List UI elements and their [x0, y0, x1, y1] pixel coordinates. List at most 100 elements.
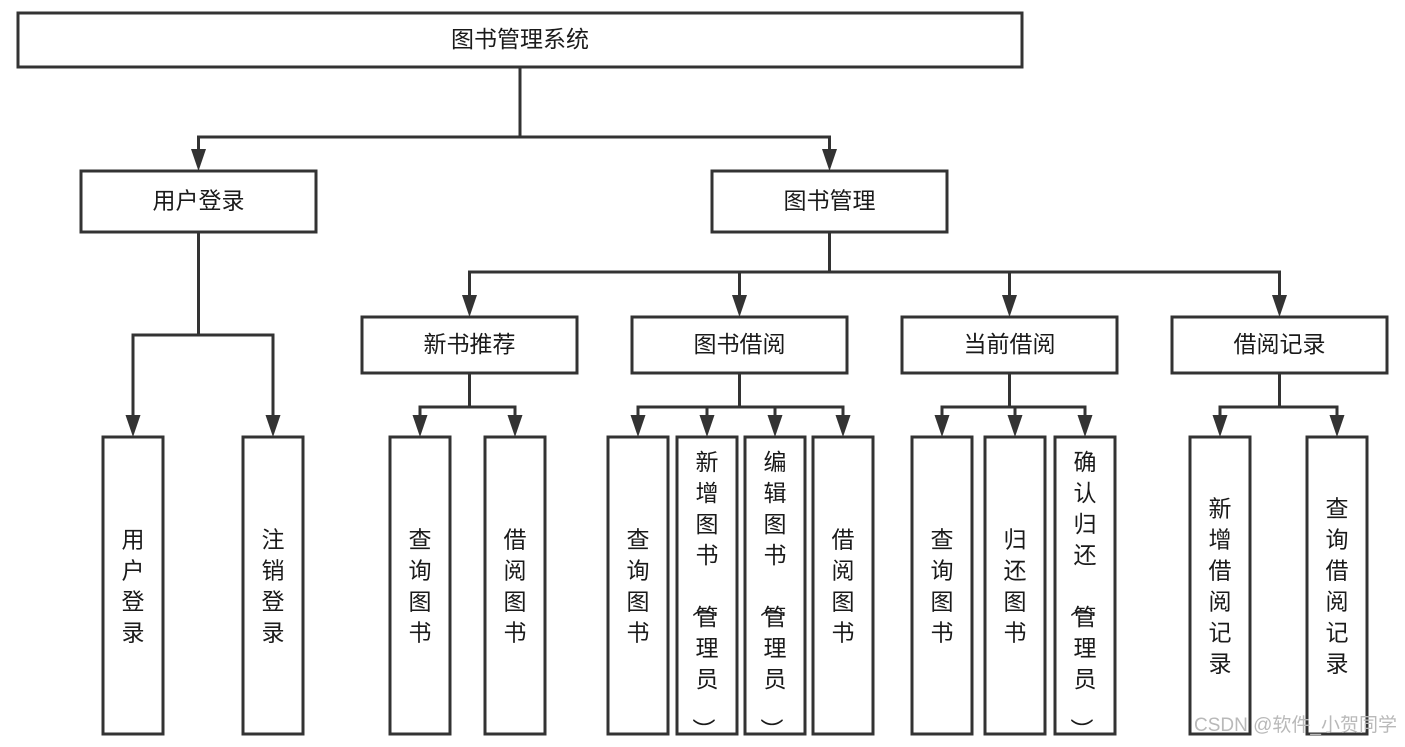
node-box-leaf_query_book_a[interactable] — [388, 435, 452, 736]
node-label-leaf_query_record: 查询借阅记录 — [1326, 496, 1349, 677]
node-label-leaf_add_record: 新增借阅记录 — [1209, 496, 1232, 677]
node-label-leaf_borrow_book_b: 借阅图书 — [832, 527, 855, 646]
node-leaf_confirm_return[interactable]: 确认归还（管理员） — [1053, 435, 1117, 741]
connector-new_book_rec-to-leaf_borrow_book_a — [468, 373, 523, 437]
node-label-leaf_edit_book: 编辑图书（管理员） — [759, 449, 787, 741]
node-label-leaf_add_book: 新增图书（管理员） — [691, 449, 719, 741]
node-layer: 图书管理系统用户登录图书管理新书推荐图书借阅当前借阅借阅记录用户登录注销登录查询… — [16, 11, 1389, 741]
arrow-head-icon — [462, 295, 477, 317]
node-label-leaf_confirm_return: 确认归还（管理员） — [1069, 449, 1097, 741]
arrow-head-icon — [1272, 295, 1287, 317]
connector-book_manage-to-book_borrow — [732, 232, 831, 317]
csdn-watermark: CSDN @软件_小贺同学 — [1194, 714, 1397, 736]
node-leaf_query_book_b[interactable]: 查询图书 — [606, 435, 670, 736]
connector-root-to-book_manage — [518, 67, 837, 171]
node-root[interactable]: 图书管理系统 — [16, 11, 1024, 69]
node-leaf_edit_book[interactable]: 编辑图书（管理员） — [743, 435, 807, 741]
node-label-leaf_query_book_c: 查询图书 — [931, 527, 954, 646]
connector-root-to-user_login — [191, 67, 522, 171]
node-leaf_user_logout[interactable]: 注销登录 — [241, 435, 305, 736]
arrow-head-icon — [1212, 415, 1228, 437]
node-label-book_manage: 图书管理 — [784, 188, 876, 214]
node-box-leaf_edit_book[interactable] — [743, 435, 807, 736]
node-label-leaf_borrow_book_a: 借阅图书 — [504, 527, 527, 646]
node-user_login[interactable]: 用户登录 — [79, 169, 318, 234]
node-box-leaf_user_logout[interactable] — [241, 435, 305, 736]
arrow-head-icon — [265, 415, 281, 437]
node-label-leaf_user_login: 用户登录 — [122, 527, 145, 646]
arrow-head-icon — [835, 415, 851, 437]
node-box-borrow_record[interactable] — [1170, 315, 1389, 375]
node-book_borrow[interactable]: 图书借阅 — [630, 315, 849, 375]
arrow-head-icon — [1077, 415, 1093, 437]
node-box-leaf_borrow_book_b[interactable] — [811, 435, 875, 736]
arrow-head-icon — [699, 415, 715, 437]
node-box-current_borrow[interactable] — [900, 315, 1119, 375]
connector-book_borrow-to-leaf_edit_book — [738, 373, 783, 437]
connector-book_manage-to-new_book_rec — [462, 232, 831, 317]
arrow-head-icon — [507, 415, 523, 437]
node-label-leaf_user_logout: 注销登录 — [262, 527, 285, 646]
node-leaf_user_login[interactable]: 用户登录 — [101, 435, 165, 736]
node-leaf_query_book_a[interactable]: 查询图书 — [388, 435, 452, 736]
connector-book_manage-to-borrow_record — [828, 232, 1287, 317]
node-leaf_query_book_c[interactable]: 查询图书 — [910, 435, 974, 736]
connector-current_borrow-to-leaf_confirm_return — [1008, 373, 1093, 437]
connector-user_login-to-leaf_user_logout — [197, 232, 281, 437]
node-new_book_rec[interactable]: 新书推荐 — [360, 315, 579, 375]
connector-layer — [125, 67, 1345, 437]
node-leaf_borrow_book_b[interactable]: 借阅图书 — [811, 435, 875, 736]
node-label-current_borrow: 当前借阅 — [964, 331, 1056, 357]
node-leaf_add_book[interactable]: 新增图书（管理员） — [675, 435, 739, 741]
arrow-head-icon — [630, 415, 646, 437]
node-current_borrow[interactable]: 当前借阅 — [900, 315, 1119, 375]
node-box-leaf_query_book_c[interactable] — [910, 435, 974, 736]
node-label-leaf_return_book: 归还图书 — [1004, 527, 1027, 646]
node-box-new_book_rec[interactable] — [360, 315, 579, 375]
connector-current_borrow-to-leaf_query_book_c — [934, 373, 1011, 437]
node-box-leaf_query_record[interactable] — [1305, 435, 1369, 736]
node-label-borrow_record: 借阅记录 — [1234, 331, 1326, 357]
arrow-head-icon — [732, 295, 747, 317]
node-box-leaf_borrow_book_a[interactable] — [483, 435, 547, 736]
connector-borrow_record-to-leaf_query_record — [1278, 373, 1345, 437]
arrow-head-icon — [1007, 415, 1023, 437]
arrow-head-icon — [191, 149, 206, 171]
node-label-leaf_query_book_a: 查询图书 — [409, 527, 432, 646]
node-box-leaf_user_login[interactable] — [101, 435, 165, 736]
connector-new_book_rec-to-leaf_query_book_a — [412, 373, 471, 437]
connector-borrow_record-to-leaf_add_record — [1212, 373, 1281, 437]
node-box-leaf_query_book_b[interactable] — [606, 435, 670, 736]
arrow-head-icon — [767, 415, 783, 437]
node-label-book_borrow: 图书借阅 — [694, 331, 786, 357]
node-book_manage[interactable]: 图书管理 — [710, 169, 949, 234]
arrow-head-icon — [822, 149, 837, 171]
arrow-head-icon — [412, 415, 428, 437]
arrow-head-icon — [934, 415, 950, 437]
node-label-leaf_query_book_b: 查询图书 — [627, 527, 650, 646]
node-leaf_query_record[interactable]: 查询借阅记录 — [1305, 435, 1369, 736]
connector-user_login-to-leaf_user_login — [125, 232, 200, 437]
node-borrow_record[interactable]: 借阅记录 — [1170, 315, 1389, 375]
arrow-head-icon — [1002, 295, 1017, 317]
node-leaf_add_record[interactable]: 新增借阅记录 — [1188, 435, 1252, 736]
connector-book_manage-to-current_borrow — [828, 232, 1017, 317]
connector-book_borrow-to-leaf_query_book_b — [630, 373, 741, 437]
node-box-user_login[interactable] — [79, 169, 318, 234]
node-box-book_manage[interactable] — [710, 169, 949, 234]
node-box-leaf_return_book[interactable] — [983, 435, 1047, 736]
node-box-leaf_add_book[interactable] — [675, 435, 739, 736]
node-box-leaf_add_record[interactable] — [1188, 435, 1252, 736]
connector-book_borrow-to-leaf_borrow_book_b — [738, 373, 851, 437]
node-label-new_book_rec: 新书推荐 — [424, 331, 516, 357]
node-box-root[interactable] — [16, 11, 1024, 69]
node-leaf_return_book[interactable]: 归还图书 — [983, 435, 1047, 736]
node-leaf_borrow_book_a[interactable]: 借阅图书 — [483, 435, 547, 736]
node-box-leaf_confirm_return[interactable] — [1053, 435, 1117, 736]
node-box-book_borrow[interactable] — [630, 315, 849, 375]
node-label-root: 图书管理系统 — [451, 26, 589, 52]
connector-book_borrow-to-leaf_add_book — [699, 373, 741, 437]
arrow-head-icon — [125, 415, 141, 437]
